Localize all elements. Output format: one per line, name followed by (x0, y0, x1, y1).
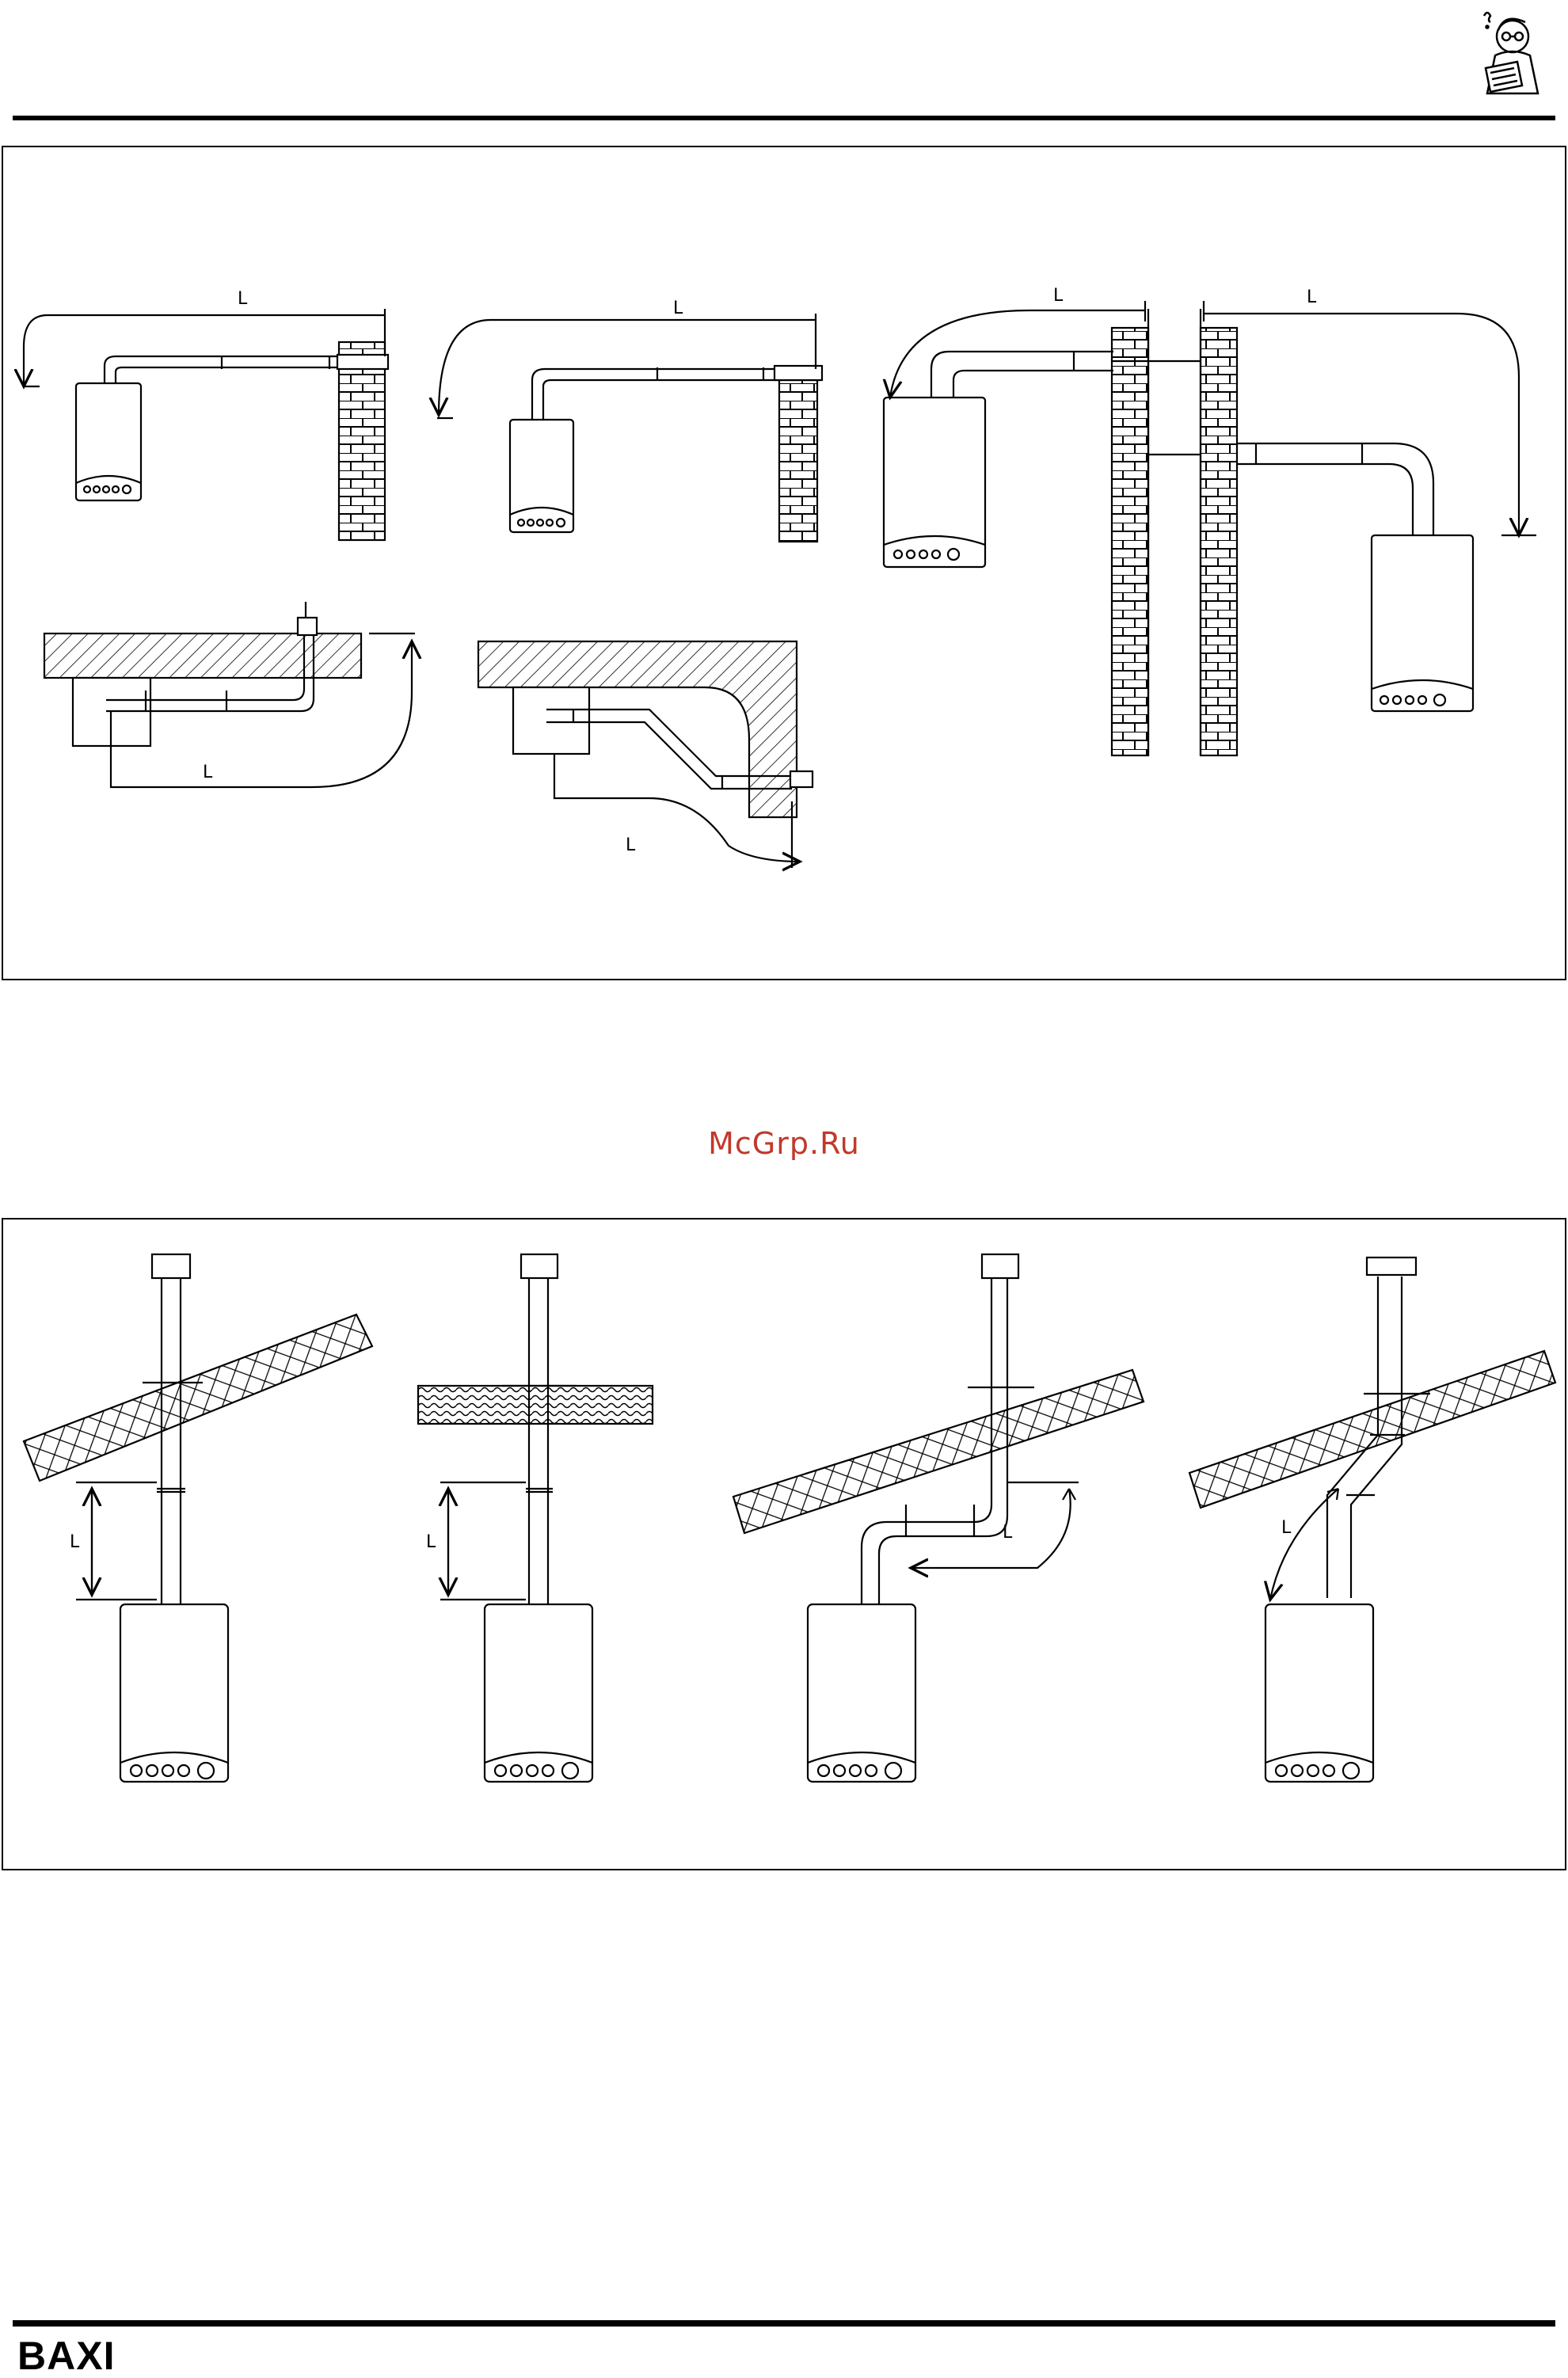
header-rule (13, 116, 1555, 120)
dimension-label: L (1307, 287, 1317, 307)
diagram-vertical-pitched-45 (1188, 1256, 1557, 1783)
dimension-label: L (673, 299, 683, 318)
vertical-flue-diagrams: L L L L (22, 1253, 1557, 1783)
diagram-vertical-pitched-offset (732, 1253, 1145, 1783)
diagram-vertical-flat-roof (417, 1253, 654, 1783)
diagram-wall-flue-a (24, 309, 390, 542)
diagram-vertical-pitched-a (22, 1253, 374, 1783)
dimension-label: L (426, 1532, 436, 1552)
dimension-labels-vertical: L L L L (70, 1518, 1292, 1552)
dimension-labels-horizontal: L L L L L L (203, 286, 1317, 855)
figure-frame-horizontal (2, 146, 1566, 980)
figure-frame-vertical (2, 1218, 1566, 1870)
diagram-ceiling-flue (43, 602, 415, 789)
diagram-ceiling-offset-flue (477, 640, 814, 868)
watermark: McGrp.Ru (708, 1126, 860, 1161)
horizontal-flue-diagrams: L L L L L L (0, 286, 1536, 1029)
dimension-label: L (626, 835, 636, 855)
diagram-wall-flue-b (437, 314, 824, 543)
dimension-label: L (203, 763, 213, 782)
dimension-label: L (70, 1532, 80, 1552)
diagram-through-wall-twin (884, 301, 1536, 757)
brand-logo: BAXI (17, 2334, 116, 2378)
dimension-label: L (1003, 1523, 1013, 1543)
reading-man-icon (1482, 11, 1539, 95)
dimension-label: L (238, 289, 248, 309)
dimension-label: L (1053, 286, 1064, 306)
dimension-label: L (1281, 1518, 1292, 1538)
footer-rule (13, 2320, 1555, 2327)
